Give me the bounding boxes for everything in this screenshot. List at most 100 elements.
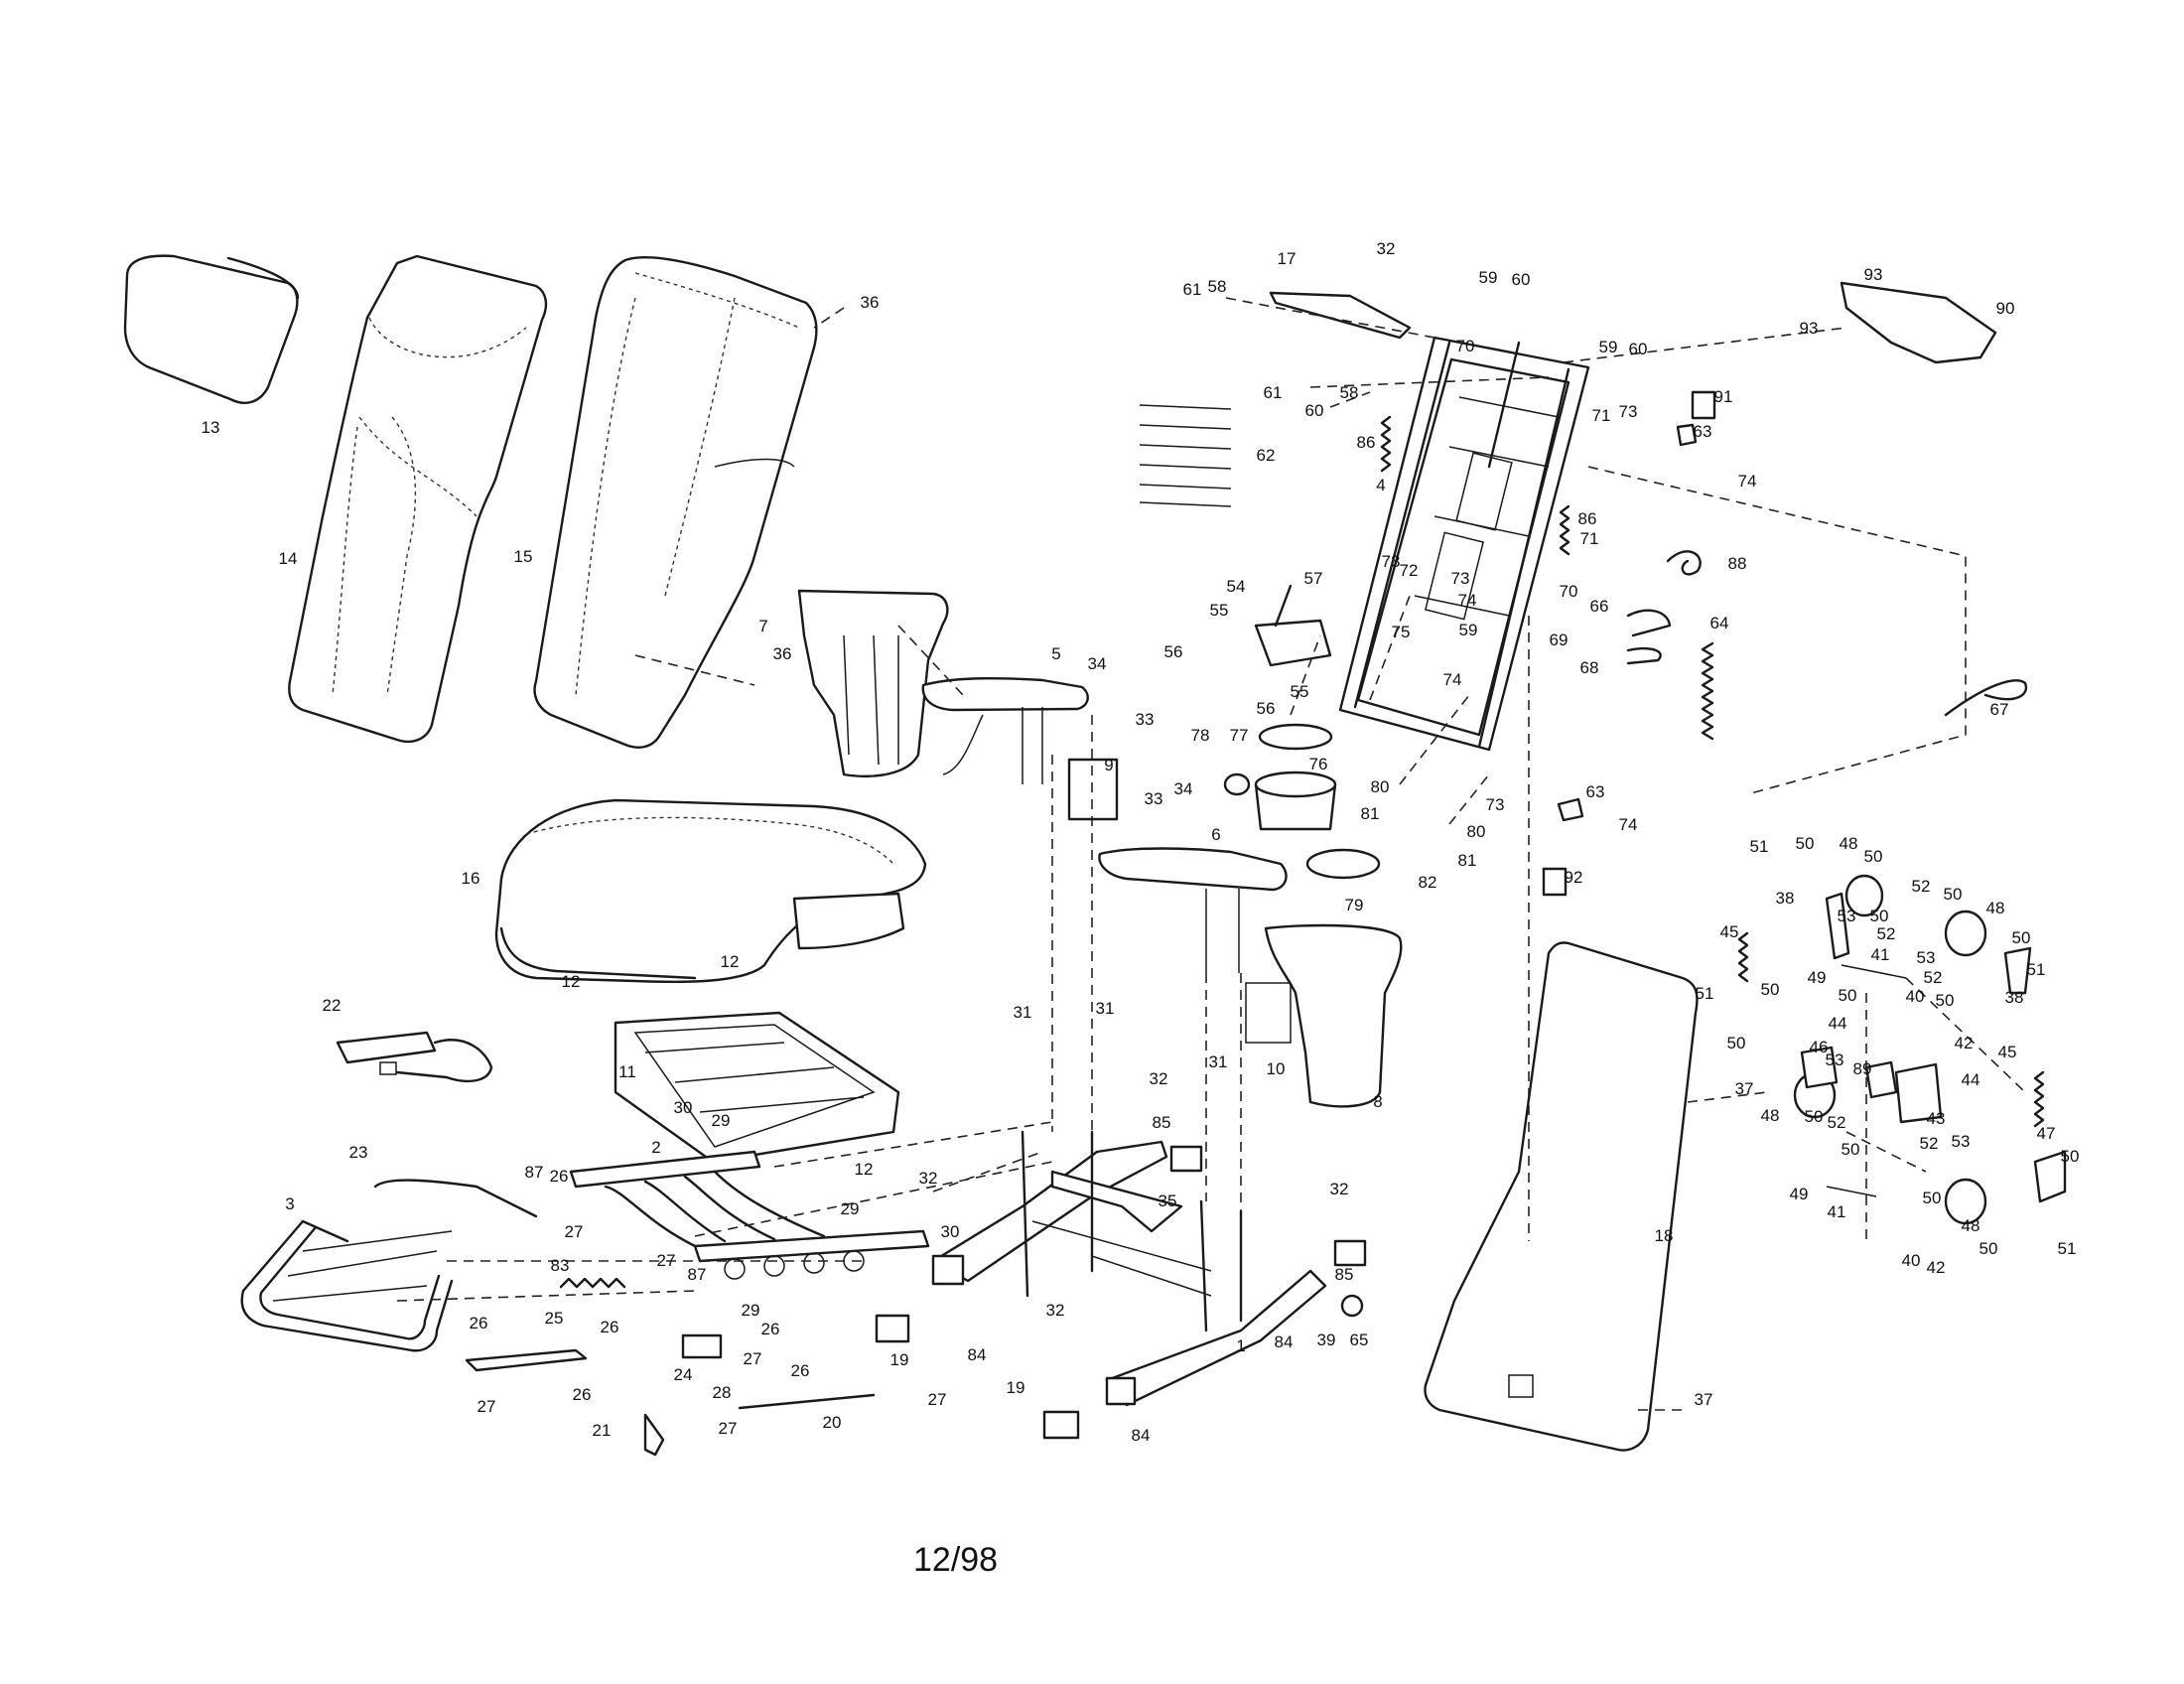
part-release-handle (373, 1179, 538, 1218)
part-label-67: 67 (1990, 700, 2009, 719)
part-label-56: 56 (1257, 699, 1276, 718)
part-label-50: 50 (1870, 907, 1889, 925)
part-label-12: 12 (855, 1160, 874, 1179)
part-rods-62 (1139, 404, 1232, 507)
part-label-34: 34 (1088, 654, 1107, 673)
part-decal-card (1067, 758, 1119, 821)
part-label-88: 88 (1728, 554, 1747, 573)
part-label-23: 23 (349, 1143, 368, 1162)
part-label-38: 38 (2005, 988, 2024, 1007)
part-label-50: 50 (2012, 928, 2031, 947)
part-label-50: 50 (1936, 991, 1955, 1010)
part-actuator-rod (738, 1393, 876, 1410)
part-label-59: 59 (1459, 621, 1478, 639)
part-label-8: 8 (1373, 1092, 1382, 1111)
part-label-40: 40 (1906, 987, 1925, 1006)
part-label-29: 29 (841, 1199, 860, 1218)
part-85a (1169, 1145, 1203, 1173)
part-label-1: 1 (1236, 1336, 1245, 1355)
part-label-53: 53 (1826, 1051, 1844, 1069)
part-label-69: 69 (1550, 631, 1569, 649)
part-label-13: 13 (202, 418, 220, 437)
part-label-19: 19 (890, 1350, 909, 1369)
part-label-60: 60 (1305, 401, 1324, 420)
part-label-35: 35 (1159, 1192, 1177, 1210)
part-label-80: 80 (1371, 777, 1390, 796)
part-label-29: 29 (712, 1111, 731, 1130)
part-label-51: 51 (1750, 837, 1769, 856)
part-label-87: 87 (688, 1265, 707, 1284)
part-92 (1542, 867, 1568, 897)
part-motor-cover (1840, 281, 1997, 364)
part-label-52: 52 (1877, 924, 1896, 943)
part-label-30: 30 (941, 1222, 960, 1241)
part-top-bracket (1269, 291, 1412, 340)
part-label-71: 71 (1592, 406, 1611, 425)
part-hand-remote (336, 1031, 493, 1083)
part-label-12: 12 (721, 952, 740, 971)
part-label-60: 60 (1629, 340, 1648, 358)
part-label-52: 52 (1912, 877, 1931, 896)
part-label-6: 6 (1211, 825, 1220, 844)
part-label-50: 50 (1923, 1189, 1942, 1207)
part-armrest-right (1098, 847, 1288, 973)
part-label-85: 85 (1153, 1113, 1171, 1132)
part-label-48: 48 (1986, 899, 2005, 917)
part-seat-frame (569, 1150, 930, 1280)
part-label-28: 28 (713, 1383, 732, 1402)
part-label-44: 44 (1962, 1070, 1980, 1089)
part-label-65: 65 (1350, 1331, 1369, 1349)
part-label-66: 66 (1590, 597, 1609, 616)
part-clevis (643, 1413, 665, 1457)
part-label-20: 20 (823, 1413, 842, 1432)
part-label-32: 32 (1330, 1180, 1349, 1198)
part-label-3: 3 (285, 1194, 294, 1213)
part-label-32: 32 (919, 1169, 938, 1188)
part-label-31: 31 (1014, 1003, 1032, 1022)
part-label-17: 17 (1278, 249, 1297, 268)
part-label-50: 50 (1839, 986, 1857, 1005)
part-label-85: 85 (1335, 1265, 1354, 1284)
part-label-79: 79 (1345, 896, 1364, 914)
part-spring-83 (559, 1277, 626, 1289)
part-label-33: 33 (1136, 710, 1155, 729)
part-label-4: 4 (1376, 476, 1385, 494)
part-label-38: 38 (1776, 889, 1795, 908)
part-legrest-frame (240, 1219, 454, 1352)
part-label-36: 36 (773, 644, 792, 663)
part-label-55: 55 (1291, 682, 1309, 701)
part-label-83: 83 (551, 1256, 570, 1275)
part-label-27: 27 (657, 1251, 676, 1270)
part-cable-66 (1626, 609, 1672, 665)
part-label-26: 26 (601, 1318, 619, 1336)
part-label-26: 26 (573, 1385, 592, 1404)
part-label-42: 42 (1955, 1034, 1974, 1052)
part-spring-45a (1737, 931, 1749, 983)
part-label-73: 73 (1486, 795, 1505, 814)
part-label-59: 59 (1599, 338, 1618, 356)
part-label-24: 24 (674, 1365, 693, 1384)
part-main-upright-frame (1338, 336, 1590, 752)
part-motor-assembly (1223, 723, 1337, 831)
part-label-31: 31 (1096, 999, 1115, 1018)
part-label-21: 21 (593, 1421, 612, 1440)
part-label-61: 61 (1264, 383, 1283, 402)
part-headrest-pillow (123, 254, 300, 404)
part-left-arm-shroud (797, 589, 949, 777)
part-label-26: 26 (470, 1314, 488, 1333)
part-label-34: 34 (1174, 779, 1193, 798)
part-label-11: 11 (618, 1062, 636, 1081)
part-label-15: 15 (514, 547, 533, 566)
part-label-42: 42 (1927, 1258, 1946, 1277)
part-label-32: 32 (1150, 1069, 1168, 1088)
part-label-48: 48 (1840, 834, 1858, 853)
part-63a (1676, 423, 1698, 447)
part-label-89: 89 (1853, 1059, 1872, 1078)
part-right-arm-shroud (1245, 923, 1403, 1108)
part-label-72: 72 (1400, 561, 1419, 580)
part-label-45: 45 (1998, 1043, 2017, 1061)
part-label-26: 26 (791, 1361, 810, 1380)
